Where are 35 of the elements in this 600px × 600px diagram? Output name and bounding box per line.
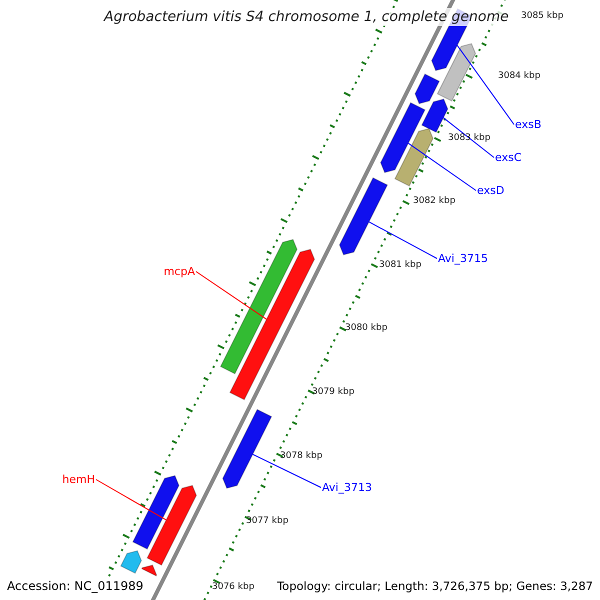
gene-label: exsC [495,152,522,163]
gene-block [338,177,388,256]
gene-label: exsB [515,119,542,130]
gene-block [132,475,180,550]
gene-block [436,43,476,102]
tick-label: 3078 kbp [280,452,322,461]
leader-line [456,44,514,125]
tick-label: 3080 kbp [345,324,388,333]
tick-label: 3083 kbp [448,134,490,143]
tick-label: 3076 kbp [212,583,254,592]
leader-line [196,271,268,320]
tick-label: 3077 kbp [246,517,288,526]
tick-label: 3085 kbp [521,12,564,21]
gene-label: mcpA [164,266,195,277]
leader-line [252,454,322,488]
tick-label: 3081 kbp [379,261,422,270]
leader-line [368,221,438,259]
gene-block [220,238,298,374]
tick-label: 3082 kbp [413,197,456,206]
leader-line [408,142,476,191]
gene-block [421,98,448,133]
leader-line [442,117,494,158]
tick-label: 3084 kbp [498,72,540,81]
gene-label: Avi_3715 [438,253,488,264]
gene-block [141,564,158,577]
gene-block [394,128,434,187]
tick-label: 3079 kbp [312,388,354,397]
gene-block [222,408,272,489]
gene-block [414,73,440,104]
leader-line [96,479,167,520]
gene-label: Avi_3713 [322,482,372,493]
gene-label: hemH [62,474,95,485]
gene-block [120,550,142,574]
gene-block [146,484,197,566]
gene-label: exsD [477,185,504,196]
